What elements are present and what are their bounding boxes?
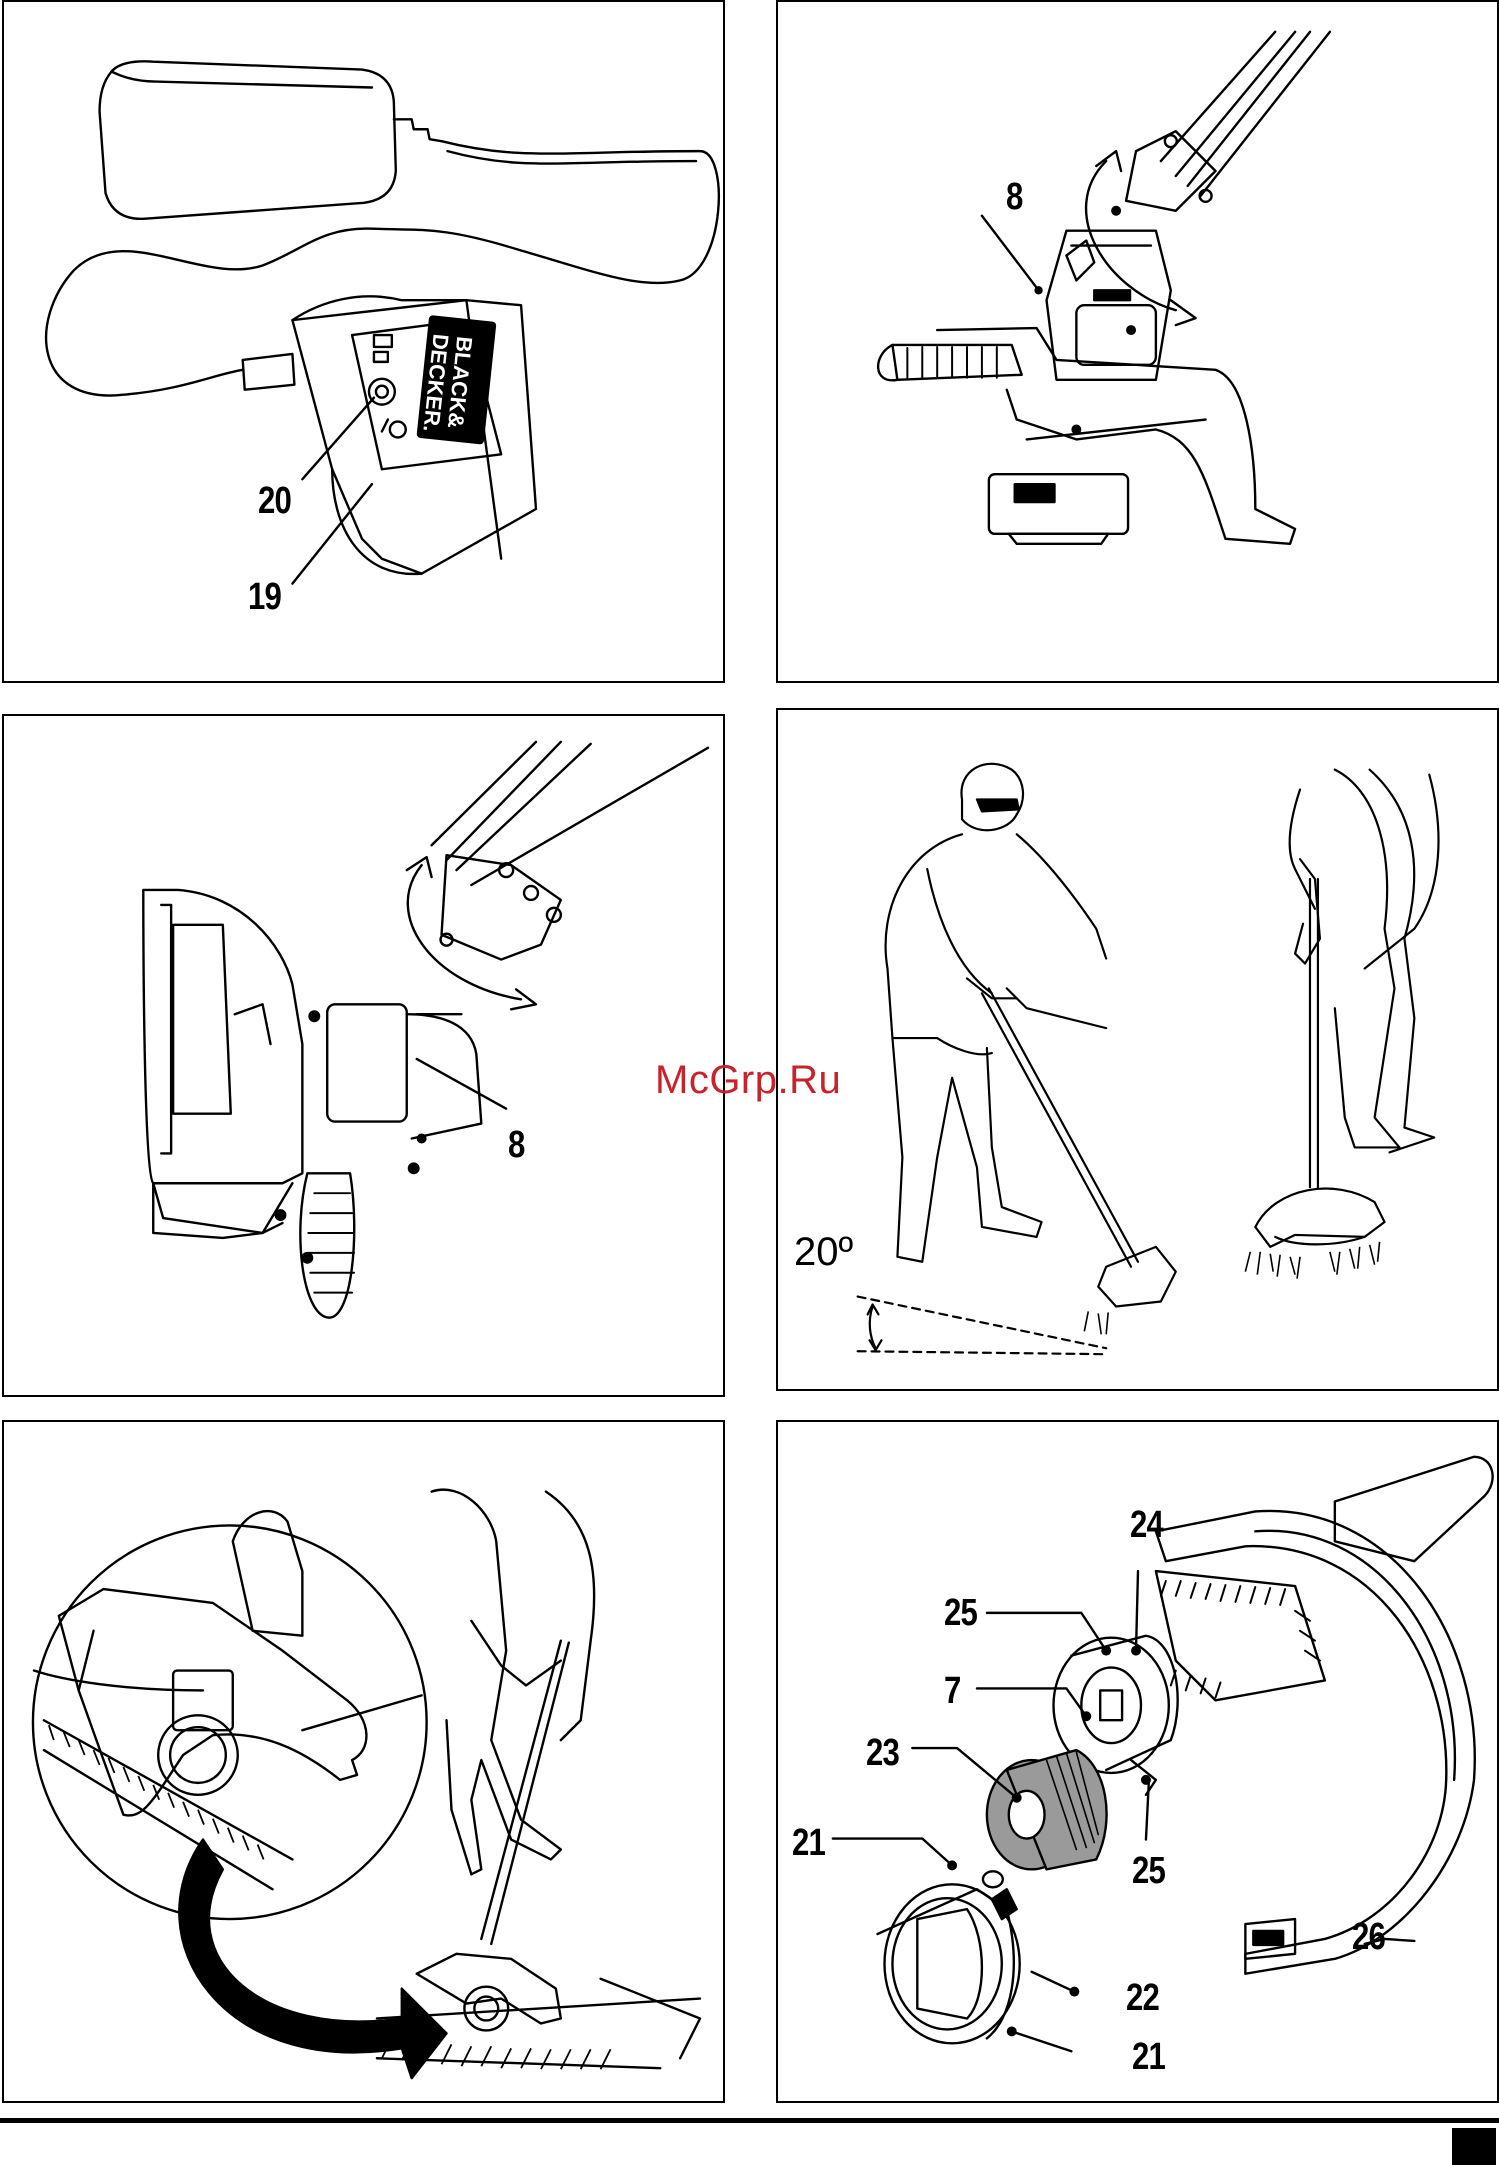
callout-24: 24	[1130, 1504, 1163, 1547]
operator-posture-illustration	[778, 710, 1497, 1389]
figure-panel-rotate-side: 8	[2, 714, 725, 1397]
callout-20: 20	[258, 480, 291, 523]
callout-8-top: 8	[1006, 176, 1023, 219]
edging-illustration	[4, 1422, 723, 2101]
trimmer-rotation-illustration	[778, 2, 1497, 681]
angle-label: 20º	[794, 1230, 853, 1275]
callout-26: 26	[1352, 1916, 1385, 1959]
watermark: McGrp.Ru	[655, 1058, 841, 1103]
callout-22: 22	[1126, 1977, 1159, 2020]
figure-panel-rotate-top: 8	[776, 0, 1499, 683]
callout-21-top: 21	[792, 1822, 825, 1865]
figure-panel-edging	[2, 1420, 725, 2103]
callout-8-side: 8	[508, 1124, 525, 1167]
callout-21-bottom: 21	[1132, 2036, 1165, 2079]
charger-illustration: BLACK& DECKER.	[4, 2, 723, 681]
callout-19: 19	[248, 576, 281, 619]
figure-panel-spool: 24 25 7 23 21 25 22 21 26	[776, 1420, 1499, 2103]
footer-rule	[0, 2118, 1499, 2123]
page-marker-box	[1452, 2128, 1496, 2165]
callout-25-top: 25	[944, 1592, 977, 1635]
callout-7: 7	[944, 1670, 961, 1713]
callout-23: 23	[866, 1732, 899, 1775]
figure-panel-operating: 20º	[776, 708, 1499, 1391]
callout-25-bottom: 25	[1132, 1850, 1165, 1893]
figure-panel-charger: BLACK& DECKER. 20 19	[2, 0, 725, 683]
trimmer-side-illustration	[4, 716, 723, 1395]
